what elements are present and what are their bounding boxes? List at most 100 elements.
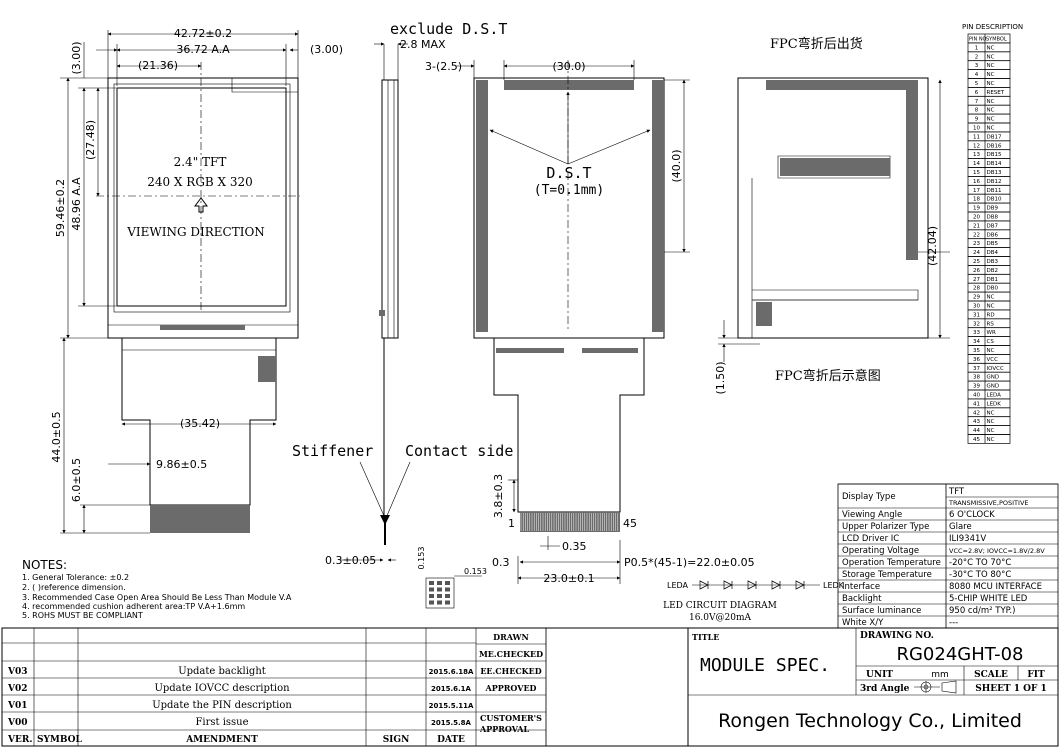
pin-number: 45 (973, 437, 980, 443)
dim-pitch: P0.5*(45-1)=22.0±0.05 (624, 556, 755, 569)
dim-fpc-width: (35.42) (180, 417, 220, 430)
pin-number: 7 (975, 99, 979, 105)
note-1: 1. General Tolerance: ±0.2 (22, 573, 129, 582)
pin-contacts (520, 512, 620, 532)
spec-value: --- (949, 618, 958, 628)
pin-number: 12 (973, 143, 980, 149)
dim-fpc-height: 6.0±0.5 (70, 458, 83, 502)
pin-first: 1 (508, 517, 515, 530)
dim-tape-offset: 3-(2.5) (425, 60, 462, 73)
spec-label: Operating Voltage (842, 546, 919, 556)
spec-label: Viewing Angle (842, 510, 902, 520)
pin-symbol: GND (987, 375, 1000, 381)
pin-number: 42 (973, 410, 980, 416)
pin-symbol: NC (987, 410, 995, 416)
pin-symbol: LEDK (987, 401, 1002, 407)
pin-number: 31 (973, 312, 980, 318)
pin-number: 3 (975, 63, 979, 69)
pin-symbol: CS (987, 339, 995, 345)
pin-number: 26 (973, 268, 980, 274)
module-outline (107, 77, 299, 339)
pad-detail: 0.153 0.153 (417, 547, 487, 609)
note-2: 2. ( )reference dimension. (22, 583, 126, 592)
pin-symbol: NC (987, 81, 995, 87)
side-view: exclude D.S.T 2.8 MAX Stiffener Contact … (292, 20, 513, 567)
dim-va-height: 48.96 A.A (70, 177, 83, 231)
pin-symbol: DB13 (987, 170, 1003, 176)
pin-number: 17 (973, 188, 980, 194)
pin-number: 9 (975, 117, 979, 123)
rev-amendment: First issue (195, 717, 248, 728)
pin-symbol: VCC (987, 357, 999, 363)
dim-fpc-thickness: 3.8±0.3 (492, 474, 505, 518)
front-view: 42.72±0.2 36.72 A.A (3.00) (21.36) 59.46… (50, 27, 343, 534)
pin-number: 13 (973, 152, 980, 158)
spec-label: Backlight (842, 594, 882, 604)
notes: NOTES: 1. General Tolerance: ±0.2 2. ( )… (22, 558, 292, 620)
pin-symbol: NC (987, 348, 995, 354)
scale-value: FIT (1027, 670, 1045, 680)
spec-label: Display Type (842, 492, 896, 502)
approval-label: APPROVAL (479, 724, 530, 734)
label-size: 2.4" TFT (174, 155, 227, 169)
pin-number: 33 (973, 330, 980, 336)
sheet-info: SHEET 1 OF 1 (975, 684, 1047, 694)
note-4: 4. recommended cushion adherent area:TP … (22, 602, 245, 611)
folded-dim-height: (42.04) (926, 226, 939, 266)
rev-date: 2015.5.8A (431, 719, 472, 727)
pin-symbol: DB16 (987, 143, 1003, 149)
pin-symbol: NC (987, 99, 995, 105)
dim-fpc-offset: 9.86±0.5 (156, 458, 207, 471)
pin-symbol: DB6 (987, 232, 999, 238)
dim-center-x: (21.36) (138, 59, 178, 72)
pin-number: 19 (973, 206, 980, 212)
pin-symbol: NC (987, 295, 995, 301)
title-label: TITLE (692, 632, 719, 642)
led-circuit-title: LED CIRCUIT DIAGRAM (663, 601, 777, 611)
pin-symbol: DB3 (987, 259, 999, 265)
pin-symbol: DB12 (987, 179, 1002, 185)
dim-offset-right: (3.00) (310, 43, 343, 56)
pin-number: 20 (973, 215, 980, 221)
pin-symbol: WR (987, 330, 996, 336)
approval-label: ME.CHECKED (479, 649, 543, 659)
tape-right (652, 80, 664, 332)
pin-last: 45 (623, 517, 637, 530)
pin-number: 2 (975, 54, 979, 60)
spec-value: TFT (948, 487, 965, 497)
pin-number: 40 (973, 393, 980, 399)
pin-number: 39 (973, 384, 980, 390)
pin-number: 44 (973, 428, 980, 434)
pin-number: 10 (973, 126, 980, 132)
rev-header: SIGN (383, 735, 410, 745)
approval-label: APPROVED (485, 683, 537, 693)
pin-symbol: LEDA (987, 393, 1002, 399)
led-circuit-spec: 16.0V@20mA (689, 613, 752, 623)
spec-value: TRANSMISSIVE,POSITIVE (948, 499, 1029, 507)
pin-number: 16 (973, 179, 980, 185)
pin-symbol: DB0 (987, 286, 999, 292)
pin-number: 6 (975, 90, 979, 96)
detail-dim-b: 0.153 (464, 567, 487, 576)
label-resolution: 240 X RGB X 320 (147, 175, 253, 189)
pin-number: 41 (973, 401, 980, 407)
fpc-component (258, 356, 276, 382)
pin-symbol: NC (987, 117, 995, 123)
spec-label: Interface (842, 582, 880, 592)
rev-header: DATE (437, 735, 465, 745)
pin-symbol: NC (987, 72, 995, 78)
unit-label: UNIT (866, 670, 893, 680)
pin-number: 28 (973, 286, 980, 292)
fpc-contact (150, 505, 250, 533)
note-5: 5. ROHS MUST BE COMPLIANT (22, 611, 143, 620)
spec-label: Storage Temperature (842, 570, 932, 580)
pin-symbol: NC (987, 437, 995, 443)
pin-number: 22 (973, 232, 980, 238)
pin-number: 43 (973, 419, 980, 425)
pin-symbol: DB11 (987, 188, 1002, 194)
pin-number: 27 (973, 277, 980, 283)
driver-ic (160, 325, 245, 330)
